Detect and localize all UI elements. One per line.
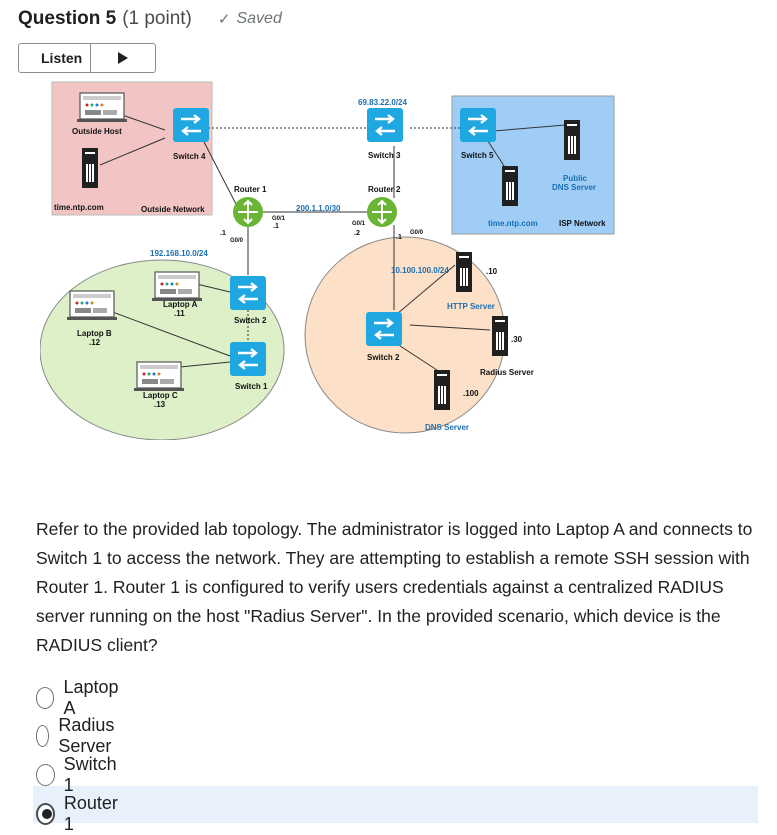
switch4-icon xyxy=(171,106,211,144)
question-title: Question 5 xyxy=(18,8,117,29)
http-ip: .10 xyxy=(486,267,498,276)
option-laptop-a[interactable]: Laptop A xyxy=(36,677,122,719)
laptop-c-ip: .13 xyxy=(154,400,166,409)
dns-server xyxy=(434,370,450,410)
switch2-left-icon xyxy=(228,274,268,312)
laptop-c xyxy=(133,361,185,392)
outside-host-laptop xyxy=(76,92,128,123)
r1-g00-label: G0/0 xyxy=(230,238,244,244)
radius-ip: .30 xyxy=(511,335,523,344)
r1-g01-ip: .1 xyxy=(273,223,279,230)
question-text: Refer to the provided lab topology. The … xyxy=(36,519,753,655)
switch5-icon xyxy=(458,106,498,144)
r1-g00-ip: .1 xyxy=(220,230,226,237)
switch2-right-icon xyxy=(364,310,404,348)
laptop-b-ip: .12 xyxy=(89,338,101,347)
laptop-a xyxy=(151,271,203,302)
option-radius-server[interactable]: Radius Server xyxy=(36,715,123,757)
net-69-label: 69.83.22.0/24 xyxy=(358,98,407,107)
outside-host-label: Outside Host xyxy=(72,127,122,136)
listen-label: Listen xyxy=(41,50,83,66)
time-ntp-right-server xyxy=(502,166,518,206)
option-label: Switch 1 xyxy=(63,754,117,795)
r2-g00-ip: .1 xyxy=(396,234,402,241)
switch2-right-label: Switch 2 xyxy=(367,353,400,362)
option-switch-1[interactable]: Switch 1 xyxy=(36,754,120,796)
laptop-b xyxy=(66,290,118,321)
switch1-label: Switch 1 xyxy=(235,382,268,391)
public-dns-label1: Public xyxy=(563,174,588,183)
switch3-icon xyxy=(365,106,405,144)
outside-network-region xyxy=(51,81,213,216)
switch3-label: Switch 3 xyxy=(368,151,401,160)
radius-server-label: Radius Server xyxy=(480,368,534,377)
radius-server xyxy=(492,316,508,356)
time-ntp-right-label: time.ntp.com xyxy=(488,219,538,228)
saved-status: ✓ Saved xyxy=(218,10,282,28)
radio-button[interactable] xyxy=(36,764,55,786)
play-button[interactable] xyxy=(91,44,155,72)
public-dns-server xyxy=(564,120,580,160)
option-router-1[interactable]: Router 1 xyxy=(36,793,121,835)
radio-button[interactable] xyxy=(36,687,55,709)
r2-g00-label: G0/0 xyxy=(410,230,424,236)
http-server-label: HTTP Server xyxy=(447,302,495,311)
router1-label: Router 1 xyxy=(234,185,267,194)
option-label: Router 1 xyxy=(63,793,118,834)
selected-option-highlight xyxy=(33,786,758,823)
net-192-label: 192.168.10.0/24 xyxy=(150,249,208,258)
router2-icon xyxy=(366,196,398,228)
laptop-c-label: Laptop C xyxy=(143,391,178,400)
r1-g01-label: G0/1 xyxy=(272,216,286,222)
switch5-label: Switch 5 xyxy=(461,151,494,160)
router1-icon xyxy=(232,196,264,228)
outside-network-label: Outside Network xyxy=(141,205,205,214)
public-dns-label2: DNS Server xyxy=(552,183,596,192)
option-label: Laptop A xyxy=(63,677,119,718)
net-10-label: 10.100.100.0/24 xyxy=(391,266,449,275)
time-ntp-left-label: time.ntp.com xyxy=(54,203,104,212)
time-ntp-left-server xyxy=(82,148,98,188)
question-header: Question 5 (1 point) ✓ Saved xyxy=(18,8,282,30)
dns-ip: .100 xyxy=(463,389,479,398)
net-200-label: 200.1.1.0/30 xyxy=(296,204,341,213)
router2-label: Router 2 xyxy=(368,185,401,194)
switch2-left-label: Switch 2 xyxy=(234,316,267,325)
r2-g01-ip: .2 xyxy=(354,230,360,237)
network-topology-diagram: Outside Host Switch 4 time.ntp.com Outsi… xyxy=(40,81,615,440)
listen-button[interactable]: Listen xyxy=(19,44,92,72)
radio-button[interactable] xyxy=(36,725,50,747)
option-label: Radius Server xyxy=(58,715,115,756)
radio-button-selected[interactable] xyxy=(36,803,55,825)
laptop-a-label: Laptop A xyxy=(163,300,198,309)
play-icon xyxy=(118,52,129,64)
checkmark-icon: ✓ xyxy=(217,11,231,28)
isp-network-label: ISP Network xyxy=(559,219,606,228)
switch1-icon xyxy=(228,340,268,378)
dns-server-label: DNS Server xyxy=(425,423,469,432)
question-points: (1 point) xyxy=(122,8,192,29)
saved-label: Saved xyxy=(236,10,282,27)
r2-g01-label: G0/1 xyxy=(352,221,366,227)
laptop-b-label: Laptop B xyxy=(77,329,112,338)
listen-control: Listen xyxy=(18,43,156,73)
switch4-label: Switch 4 xyxy=(173,152,206,161)
laptop-a-ip: .11 xyxy=(174,309,185,318)
http-server xyxy=(456,252,472,292)
